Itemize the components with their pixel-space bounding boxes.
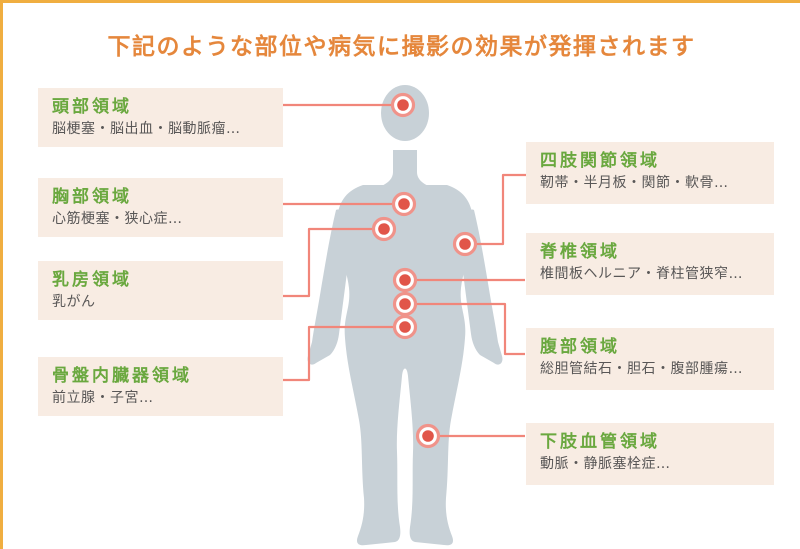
marker-breast-icon: [371, 216, 397, 242]
marker-pelvic-organs-icon: [392, 314, 418, 340]
region-title-limb-joints: 四肢関節領域: [540, 151, 660, 171]
region-box-abdomen: 腹部領域 総胆管結石・胆石・腹部腫瘍…: [526, 328, 774, 390]
region-box-lower-limb-vessels: 下肢血管領域 動脈・静脈塞栓症…: [526, 423, 774, 485]
region-subtitle-spine: 椎間板ヘルニア・脊柱管狭窄…: [540, 266, 743, 283]
region-title-breast: 乳房領域: [52, 270, 132, 290]
region-box-chest: 胸部領域 心筋梗塞・狭心症…: [38, 178, 283, 237]
connector-breast: [283, 227, 384, 298]
region-subtitle-pelvic-organs: 前立腺・子宮…: [52, 390, 154, 407]
region-box-spine: 脊椎領域 椎間板ヘルニア・脊柱管狭窄…: [526, 233, 774, 295]
region-subtitle-breast: 乳がん: [52, 294, 96, 311]
connector-limb-joints: [465, 173, 526, 246]
region-title-abdomen: 腹部領域: [540, 337, 620, 357]
marker-abdomen-icon: [392, 291, 418, 317]
region-subtitle-head: 脳梗塞・脳出血・脳動脈瘤…: [52, 121, 241, 138]
region-title-pelvic-organs: 骨盤内臓器領域: [52, 366, 192, 386]
region-box-pelvic-organs: 骨盤内臓器領域 前立腺・子宮…: [38, 357, 283, 416]
region-box-breast: 乳房領域 乳がん: [38, 261, 283, 320]
region-title-head: 頭部領域: [52, 97, 132, 117]
marker-chest-icon: [391, 191, 417, 217]
region-title-lower-limb-vessels: 下肢血管領域: [540, 432, 660, 452]
region-box-limb-joints: 四肢関節領域 靭帯・半月板・関節・軟骨…: [526, 142, 774, 204]
region-title-chest: 胸部領域: [52, 187, 132, 207]
connector-pelvic-organs: [283, 325, 405, 382]
region-subtitle-lower-limb-vessels: 動脈・静脈塞栓症…: [540, 456, 671, 473]
marker-spine-icon: [392, 267, 418, 293]
marker-head-icon: [390, 92, 416, 118]
region-title-spine: 脊椎領域: [540, 242, 620, 262]
region-box-head: 頭部領域 脳梗塞・脳出血・脳動脈瘤…: [38, 88, 283, 147]
region-subtitle-limb-joints: 靭帯・半月板・関節・軟骨…: [540, 175, 729, 192]
region-subtitle-abdomen: 総胆管結石・胆石・腹部腫瘍…: [540, 361, 743, 378]
body-markers: [371, 92, 478, 449]
marker-limb-joints-icon: [452, 231, 478, 257]
page-title: 下記のような部位や病気に撮影の効果が発揮されます: [107, 34, 696, 60]
connector-abdomen: [405, 302, 525, 356]
region-subtitle-chest: 心筋梗塞・狭心症…: [52, 211, 183, 228]
marker-lower-limb-vessels-icon: [415, 423, 441, 449]
